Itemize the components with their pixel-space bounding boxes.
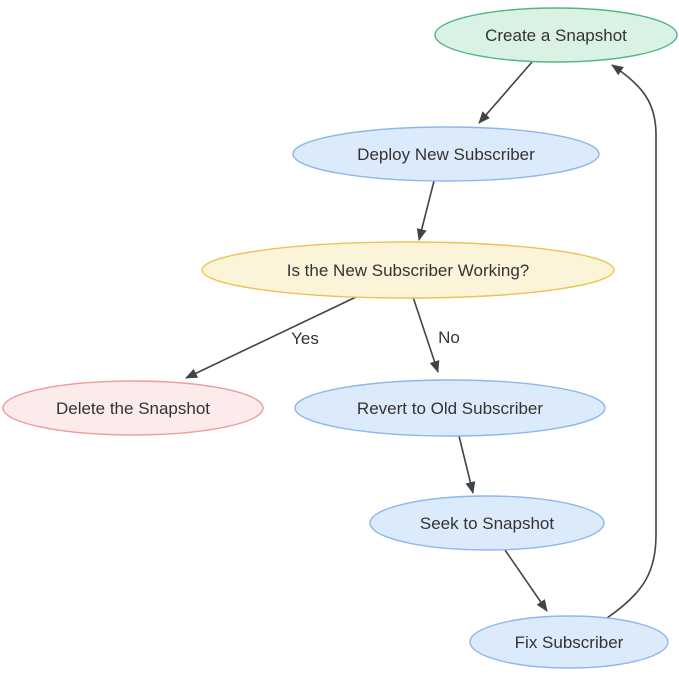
node-deploy-new-subscriber-label: Deploy New Subscriber <box>357 145 535 164</box>
node-delete-the-snapshot: Delete the Snapshot <box>2 380 264 436</box>
node-fix-subscriber-shape <box>469 615 669 669</box>
node-create-snapshot-shape <box>434 7 678 63</box>
node-seek-to-snapshot: Seek to Snapshot <box>369 495 605 551</box>
node-revert-to-old-subscriber: Revert to Old Subscriber <box>294 379 606 437</box>
node-is-new-subscriber-working-label: Is the New Subscriber Working? <box>287 261 530 280</box>
node-is-new-subscriber-working: Is the New Subscriber Working? <box>201 241 615 299</box>
node-seek-to-snapshot-label: Seek to Snapshot <box>420 514 554 533</box>
node-is-new-subscriber-working-shape <box>201 241 615 299</box>
edge-fix-to-create-loop <box>606 64 657 619</box>
edge-working-to-revert-no <box>412 296 440 373</box>
node-revert-to-old-subscriber-label: Revert to Old Subscriber <box>357 399 543 418</box>
edge-seek-to-fix <box>504 549 548 612</box>
node-delete-the-snapshot-shape <box>2 380 264 436</box>
node-delete-the-snapshot-label: Delete the Snapshot <box>56 399 210 418</box>
edge-label-yes: Yes <box>291 329 319 348</box>
edge-label-no: No <box>438 328 460 347</box>
edge-working-to-delete-yes <box>185 296 357 379</box>
node-seek-to-snapshot-shape <box>369 495 605 551</box>
node-create-snapshot-label: Create a Snapshot <box>485 26 627 45</box>
node-fix-subscriber: Fix Subscriber <box>469 615 669 669</box>
node-revert-to-old-subscriber-shape <box>294 379 606 437</box>
edges: Yes No <box>185 61 657 619</box>
edge-create-to-deploy <box>478 61 533 124</box>
node-create-snapshot: Create a Snapshot <box>434 7 678 63</box>
node-fix-subscriber-label: Fix Subscriber <box>515 633 624 652</box>
edge-revert-to-seek <box>458 435 476 494</box>
node-deploy-new-subscriber-shape <box>292 126 600 182</box>
edge-deploy-to-working <box>416 180 435 241</box>
node-deploy-new-subscriber: Deploy New Subscriber <box>292 126 600 182</box>
